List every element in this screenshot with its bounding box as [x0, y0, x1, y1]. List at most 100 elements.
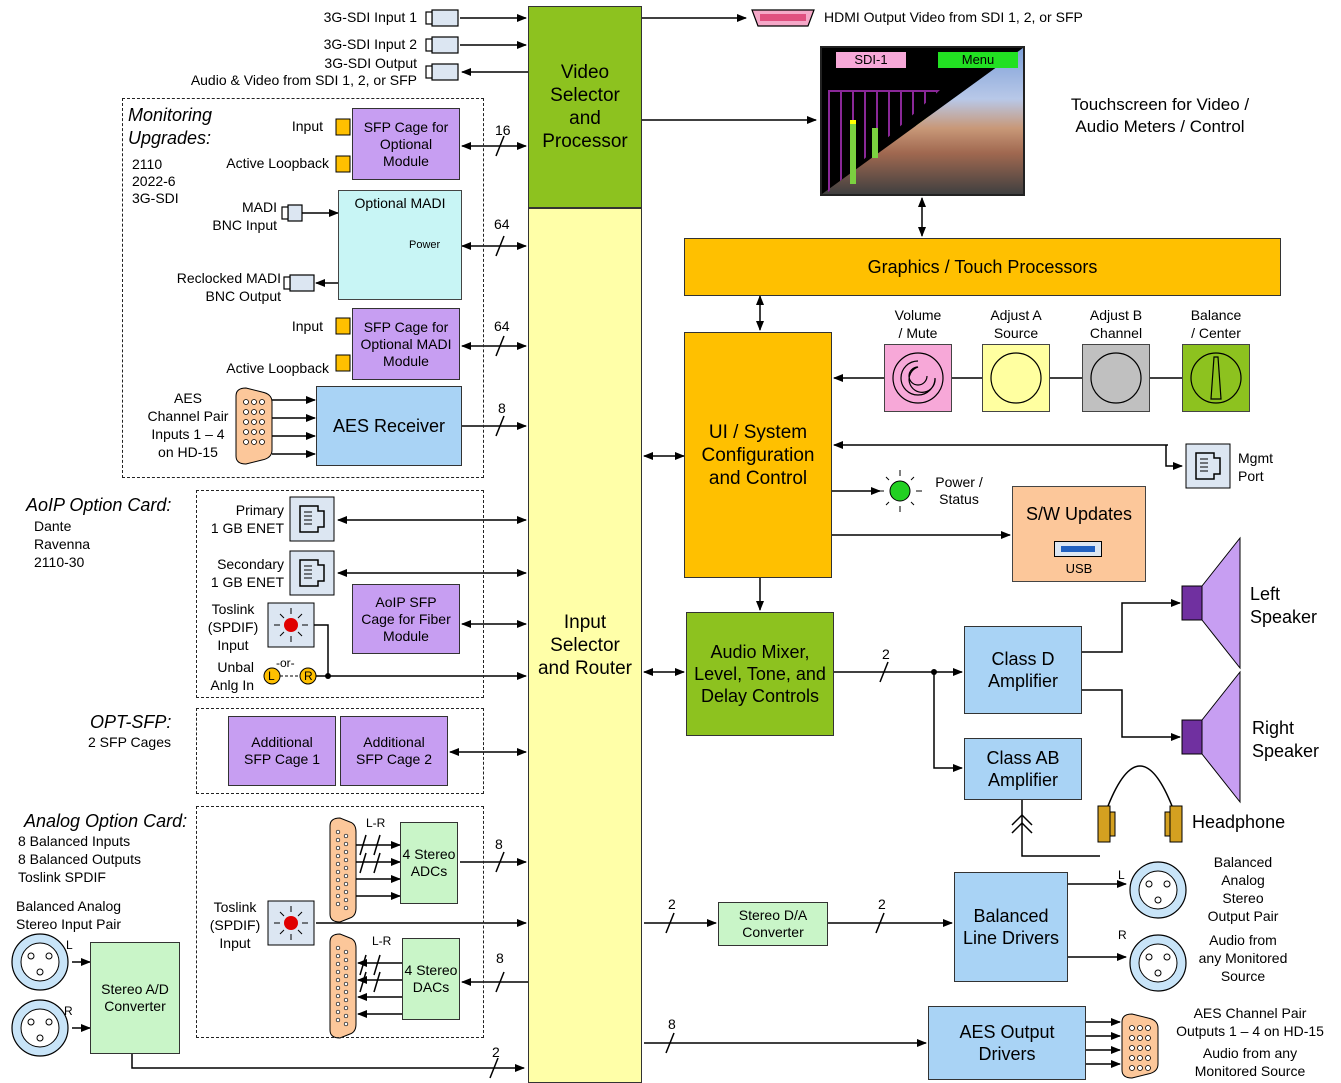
- madi-output-label-1: Reclocked MADI: [176, 270, 281, 286]
- db25-connector-icon: [329, 817, 357, 923]
- bus-label-64-sfp: 64: [494, 318, 510, 334]
- monitoring-list-1: 2110: [132, 156, 163, 172]
- usb-port-icon[interactable]: [1054, 541, 1102, 557]
- hd15-output-connector-icon: [1121, 1013, 1159, 1079]
- aes-in-label-1: AES: [173, 390, 202, 406]
- balanced-in-label-1: Balanced Analog: [16, 898, 122, 914]
- monitoring-list-3: 3G-SDI: [132, 190, 179, 206]
- secondary-label-1: Secondary: [217, 556, 284, 572]
- sdi-output-sublabel: Audio & Video from SDI 1, 2, or SFP: [190, 72, 417, 88]
- bal-out-text-3: Stereo: [1222, 890, 1264, 906]
- madi-block: Optional MADI Power: [338, 190, 462, 300]
- menu-tab[interactable]: Menu: [938, 52, 1018, 68]
- xlr-output-connector-icon: [1129, 934, 1187, 992]
- aoip-list-2: Ravenna: [34, 536, 91, 552]
- analog-toslink-label-1: Toslink: [213, 899, 257, 915]
- analog-list-2: 8 Balanced Outputs: [18, 851, 141, 867]
- class-ab-amp-block: Class AB Amplifier: [964, 738, 1082, 800]
- touchscreen-caption-2: Audio Meters / Control: [1075, 117, 1245, 136]
- sdi-tab[interactable]: SDI-1: [836, 52, 906, 68]
- xlr-l-label: L: [66, 938, 73, 952]
- mgmt-port-label-1: Mgmt: [1238, 450, 1273, 466]
- bus-label-16: 16: [495, 122, 511, 138]
- bus-label-64-madi: 64: [494, 216, 510, 232]
- opt-sfp-sub: 2 SFP Cages: [88, 734, 172, 750]
- aes-out-text-2: Outputs 1 – 4 on HD-15: [1176, 1023, 1324, 1039]
- sfp-cage-madi-block: SFP Cage for Optional MADI Module: [352, 308, 460, 380]
- aes-out-text-3: Audio from any: [1202, 1045, 1298, 1061]
- balance-knob-icon: [1190, 352, 1242, 404]
- madi-power-label: Power: [409, 239, 441, 251]
- aoip-list-3: 2110-30: [34, 554, 85, 570]
- sdi-output-label: 3G-SDI Output: [324, 55, 417, 71]
- touchscreen-display[interactable]: SDI-1 Menu: [820, 46, 1025, 196]
- usb-label: USB: [1065, 561, 1093, 576]
- aoip-sfp-block: AoIP SFP Cage for Fiber Module: [352, 584, 460, 654]
- bus-label-8-aes: 8: [498, 400, 506, 416]
- adjust-b-knob[interactable]: [1082, 344, 1150, 412]
- adjust-a-label-1: Adjust A: [990, 307, 1042, 323]
- unbal-label-2: Anlg In: [210, 677, 254, 693]
- primary-label-2: 1 GB ENET: [210, 520, 284, 536]
- volume-knob-icon: [892, 352, 944, 404]
- analog-title: Analog Option Card:: [24, 811, 188, 831]
- xlr-r-label: R: [64, 1004, 73, 1018]
- bus-label-2-da-in: 2: [668, 896, 676, 912]
- bal-out-text-7: Source: [1220, 968, 1266, 984]
- aoip-toslink-label-3: Input: [217, 637, 249, 653]
- monitoring-list-2: 2022-6: [132, 173, 176, 189]
- bal-out-text-1: Balanced: [1213, 854, 1273, 870]
- right-speaker-label-2: Speaker: [1252, 741, 1320, 761]
- stereo-dacs-block: 4 Stereo DACs: [402, 938, 460, 1020]
- hd15-connector-icon: [235, 387, 273, 465]
- balance-center-knob[interactable]: [1182, 344, 1250, 412]
- monitoring-title-2: Upgrades:: [128, 128, 212, 148]
- aoip-option-box: [196, 490, 484, 698]
- headphone-label: Headphone: [1192, 812, 1286, 832]
- bus-label-8-adc: 8: [495, 836, 503, 852]
- bus-label-2-mixer: 2: [882, 646, 890, 662]
- sdi-input-2-label: 3G-SDI Input 2: [323, 36, 417, 52]
- bus-label-8-dac: 8: [496, 950, 504, 966]
- bal-out-r-label: R: [1118, 928, 1127, 942]
- touchscreen-caption-1: Touchscreen for Video /: [1070, 95, 1250, 114]
- opt-sfp-title: OPT-SFP:: [90, 712, 172, 732]
- video-selector-block: Video Selector and Processor: [528, 6, 642, 208]
- sfp2-loopback-label: Active Loopback: [226, 360, 329, 376]
- bus-label-2-ad: 2: [492, 1044, 500, 1060]
- sfp-cage-optional-block: SFP Cage for Optional Module: [352, 108, 460, 180]
- mgmt-ethernet-port-icon: [1185, 443, 1231, 489]
- analog-toslink-label-2: (SPDIF): [209, 917, 261, 933]
- additional-sfp-cage-1: Additional SFP Cage 1: [228, 716, 336, 786]
- volume-label-1: Volume: [894, 307, 942, 323]
- volume-mute-knob[interactable]: [884, 344, 952, 412]
- adjust-b-label-2: Channel: [1089, 325, 1143, 341]
- aes-output-drivers-block: AES Output Drivers: [928, 1006, 1086, 1080]
- secondary-label-2: 1 GB ENET: [210, 574, 284, 590]
- left-speaker-label-1: Left: [1250, 584, 1281, 604]
- aoip-list-1: Dante: [34, 518, 72, 534]
- balance-label-1: Balance: [1190, 307, 1242, 323]
- volume-label-2: / Mute: [898, 325, 938, 341]
- monitoring-upgrades-box: [122, 98, 484, 478]
- bal-out-text-4: Output Pair: [1207, 908, 1279, 924]
- aes-receiver-block: AES Receiver: [316, 386, 462, 466]
- right-speaker-icon: [1181, 670, 1241, 804]
- adjust-a-knob[interactable]: [982, 344, 1050, 412]
- analog-list-3: Toslink SPDIF: [18, 869, 106, 885]
- additional-sfp-cage-2: Additional SFP Cage 2: [340, 716, 448, 786]
- power-led-icon: [880, 470, 922, 512]
- madi-title: Optional MADI: [354, 195, 446, 211]
- xlr-output-connector-icon: [1129, 861, 1187, 919]
- adjust-a-label-2: Source: [993, 325, 1039, 341]
- bus-label-2-da-out: 2: [878, 896, 886, 912]
- aes-out-text-1: AES Channel Pair: [1193, 1005, 1307, 1021]
- balanced-line-drivers-block: Balanced Line Drivers: [954, 872, 1068, 982]
- xlr-connector-icon: [11, 999, 69, 1057]
- left-speaker-label-2: Speaker: [1250, 607, 1318, 627]
- knob-icon: [1090, 352, 1142, 404]
- ethernet-port-icon: [289, 496, 335, 542]
- sfp-loopback-label: Active Loopback: [226, 155, 329, 171]
- sdi-input-1-label: 3G-SDI Input 1: [323, 9, 417, 25]
